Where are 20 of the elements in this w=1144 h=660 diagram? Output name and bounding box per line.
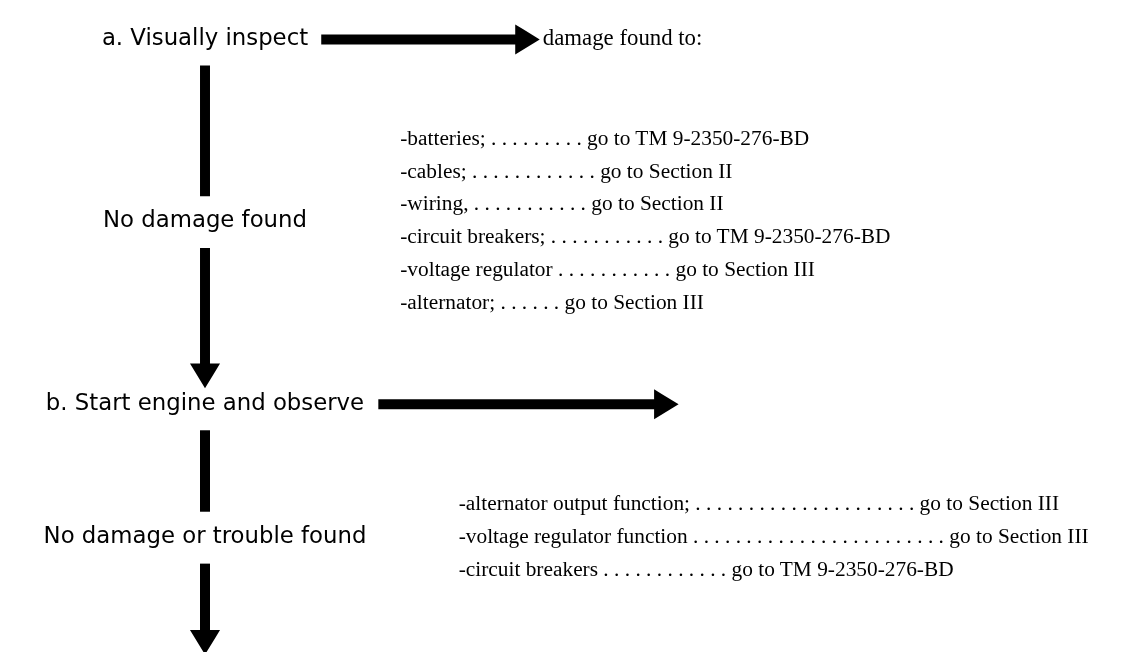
- node-text: No damage or trouble found: [43, 521, 367, 548]
- node-text: damage found to:: [542, 24, 703, 50]
- node-text: No damage found: [103, 206, 307, 233]
- label: -alternator; . . . . . . go to Section III: [400, 289, 704, 314]
- arrow: [190, 247, 221, 389]
- label: -voltage regulator function . . . . . . . . . . . . . . . . . . . . . . . . go to Section III: [458, 524, 1089, 549]
- arrow: [189, 563, 221, 652]
- node-text: a. Visually inspect: [101, 23, 309, 50]
- label: -circuit breakers . . . . . . . . . . . . go to TM 9-2350-276-BD: [458, 557, 954, 582]
- connector: [200, 430, 210, 512]
- arrow: [321, 24, 540, 55]
- node-text: b. Start engine and observe: [45, 388, 365, 415]
- label: -cables; . . . . . . . . . . . . go to Section II: [400, 158, 733, 183]
- connector: [200, 65, 210, 197]
- label: -wiring, . . . . . . . . . . . go to Section II: [400, 191, 724, 216]
- label: -circuit breakers; . . . . . . . . . . . go to TM 9-2350-276-BD: [400, 224, 891, 249]
- arrow: [378, 389, 679, 420]
- label: -alternator output function; . . . . . . . . . . . . . . . . . . . . . go to Section III: [458, 491, 1060, 516]
- label: -batteries; . . . . . . . . . go to TM 9-2350-276-BD: [400, 125, 810, 150]
- label: -voltage regulator . . . . . . . . . . . go to Section III: [400, 257, 815, 282]
